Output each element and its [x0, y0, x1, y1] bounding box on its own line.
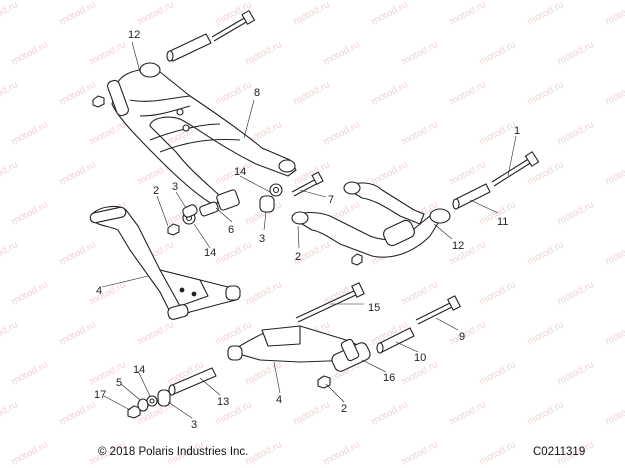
- part-10-sleeve: [376, 327, 415, 354]
- part-4-lower-arm-left: [89, 205, 241, 320]
- part-2-nut-a: [167, 223, 180, 236]
- callout-11: 11: [497, 216, 508, 228]
- callout-2-c: 2: [341, 403, 347, 415]
- callout-4-left: 4: [96, 285, 102, 297]
- callout-12-right: 12: [452, 240, 464, 252]
- part-3-bushing-c: [157, 389, 171, 407]
- part-3-bushing-b: [259, 195, 275, 213]
- callout-14-c: 14: [133, 364, 145, 376]
- callout-14-a: 14: [234, 166, 246, 178]
- callout-12-top: 12: [128, 29, 140, 41]
- illustration-code: C0211319: [533, 446, 586, 458]
- part-5-washer: [137, 398, 149, 412]
- callout-3-c: 3: [191, 419, 197, 431]
- callout-5: 5: [116, 377, 122, 389]
- leader-lines: [101, 41, 517, 419]
- part-12-right-arm: [291, 181, 451, 266]
- callout-2-b: 2: [295, 251, 301, 263]
- part-nut-top-left: [92, 95, 105, 108]
- copyright-text: © 2018 Polaris Industries Inc.: [98, 446, 249, 458]
- callout-2-a: 2: [153, 185, 159, 197]
- callout-16: 16: [383, 372, 395, 384]
- callout-8: 8: [254, 87, 260, 99]
- callout-17: 17: [94, 389, 106, 401]
- part-8-upper-arm: [107, 62, 297, 207]
- part-3-bushing-a: [182, 204, 198, 218]
- callout-7: 7: [328, 194, 334, 206]
- part-1-bolt: [491, 151, 540, 187]
- part-6-sleeve: [199, 189, 240, 217]
- callout-14-b: 14: [204, 247, 216, 259]
- callout-10: 10: [414, 352, 426, 364]
- part-15-bolt: [295, 282, 365, 323]
- part-4-lower-arm-center: [227, 325, 361, 363]
- callout-4-center: 4: [276, 394, 282, 406]
- callout-3-a: 3: [172, 181, 178, 193]
- callout-3-b: 3: [259, 233, 265, 245]
- part-14-bushing-b: [269, 183, 283, 197]
- callout-9: 9: [459, 331, 465, 343]
- part-14-bushing-c: [146, 395, 158, 407]
- part-16-housing: [331, 338, 371, 372]
- part-7-bolt: [291, 171, 324, 197]
- part-17-nut: [127, 405, 141, 419]
- part-12-sleeve-top: [166, 10, 256, 62]
- callout-1: 1: [514, 125, 520, 137]
- part-11-sleeve: [452, 183, 491, 210]
- callout-15: 15: [368, 302, 380, 314]
- part-9-bolt: [415, 295, 461, 325]
- callout-13: 13: [217, 396, 229, 408]
- part-13-sleeve: [168, 367, 217, 396]
- callout-6: 6: [228, 224, 234, 236]
- callouts: 12 8 14 2 3 1 7 6 11 2 3 4 14 12 15 9 10…: [94, 29, 520, 431]
